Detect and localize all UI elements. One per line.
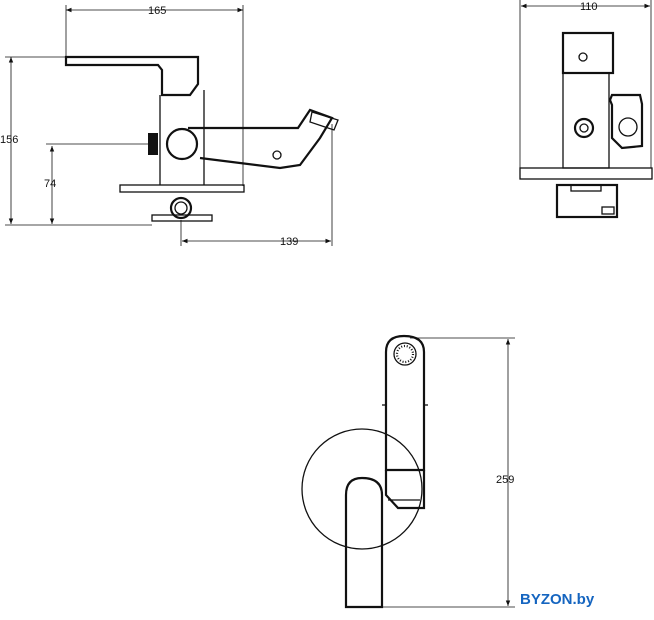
side-shower-holder	[608, 93, 644, 150]
dim-height-shower: 259	[496, 474, 514, 486]
side-lever	[561, 31, 615, 75]
mixer-lever	[344, 476, 384, 609]
watermark-logo: BYZON.by	[520, 591, 595, 608]
lever-handle	[64, 55, 200, 97]
diverter-knob	[148, 133, 158, 155]
side-view: 110	[519, 0, 653, 219]
bottom-plate	[151, 214, 213, 222]
spout-head	[309, 111, 339, 131]
hand-shower	[384, 334, 426, 472]
shower-spray-face	[393, 342, 417, 366]
bottom-view: 259	[301, 334, 515, 609]
hose-connector	[169, 196, 193, 220]
side-base-plate	[519, 167, 653, 180]
dim-height-total: 156	[0, 134, 18, 146]
escutcheon	[301, 428, 423, 550]
spout-joint	[165, 127, 199, 161]
side-knob	[573, 117, 595, 139]
dim-width-top: 165	[148, 5, 166, 17]
front-view: 165 156 74 139	[0, 5, 339, 248]
mixer-body	[159, 90, 205, 185]
shower-holder	[384, 470, 426, 510]
dim-height-spout: 74	[44, 178, 56, 190]
side-bottom-block	[555, 183, 619, 219]
dim-width-side: 110	[580, 1, 598, 13]
base-plate	[119, 184, 245, 193]
dim-reach: 139	[280, 236, 298, 248]
side-body	[562, 72, 610, 169]
